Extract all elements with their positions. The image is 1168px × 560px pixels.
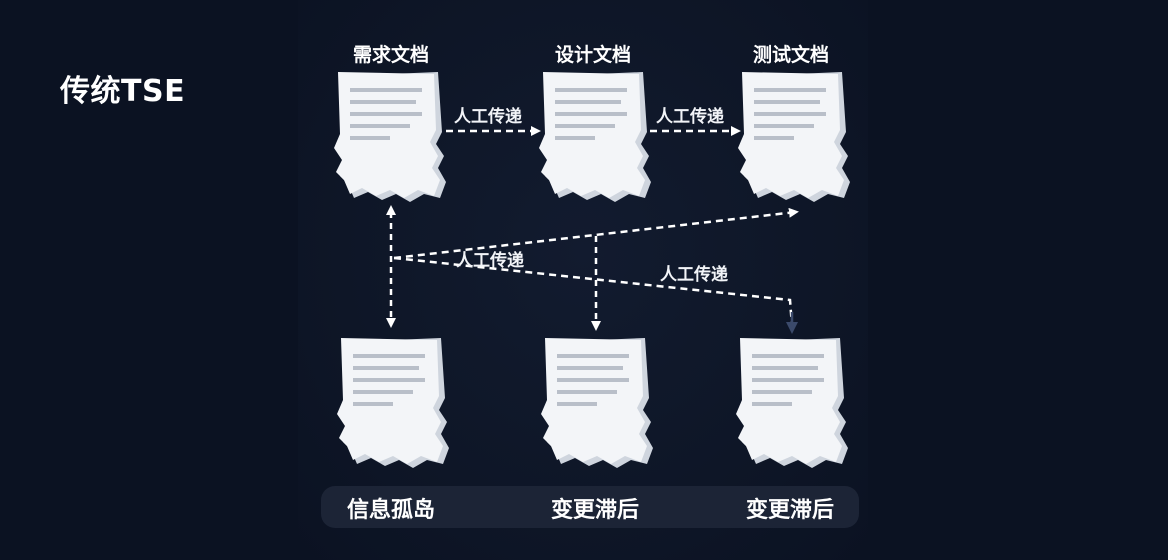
page-title: 传统TSE <box>60 74 186 109</box>
edge-label-cross-right: 人工传递 <box>660 265 728 285</box>
edge-label-design-test: 人工传递 <box>656 107 724 127</box>
footer-label-info-silo: 信息孤岛 <box>346 498 435 523</box>
doc-requirements <box>334 72 446 202</box>
label-design-doc: 设计文档 <box>554 44 631 66</box>
doc-bottom-right <box>736 338 848 468</box>
arrow-cross-to-test <box>393 207 799 260</box>
doc-bottom-left <box>337 338 449 468</box>
footer-label-change-lag-2: 变更滞后 <box>745 498 834 523</box>
arrow-cross-to-bottom-right <box>393 256 794 327</box>
footer-label-change-lag-1: 变更滞后 <box>550 498 639 523</box>
doc-design <box>539 72 651 202</box>
doc-bottom-middle <box>541 338 653 468</box>
doc-test <box>738 72 850 202</box>
label-requirements-doc: 需求文档 <box>352 44 429 66</box>
label-test-doc: 测试文档 <box>752 44 829 66</box>
edge-label-req-design: 人工传递 <box>454 107 522 127</box>
footer-bar <box>321 486 859 528</box>
edge-label-cross-left: 人工传递 <box>456 251 524 271</box>
